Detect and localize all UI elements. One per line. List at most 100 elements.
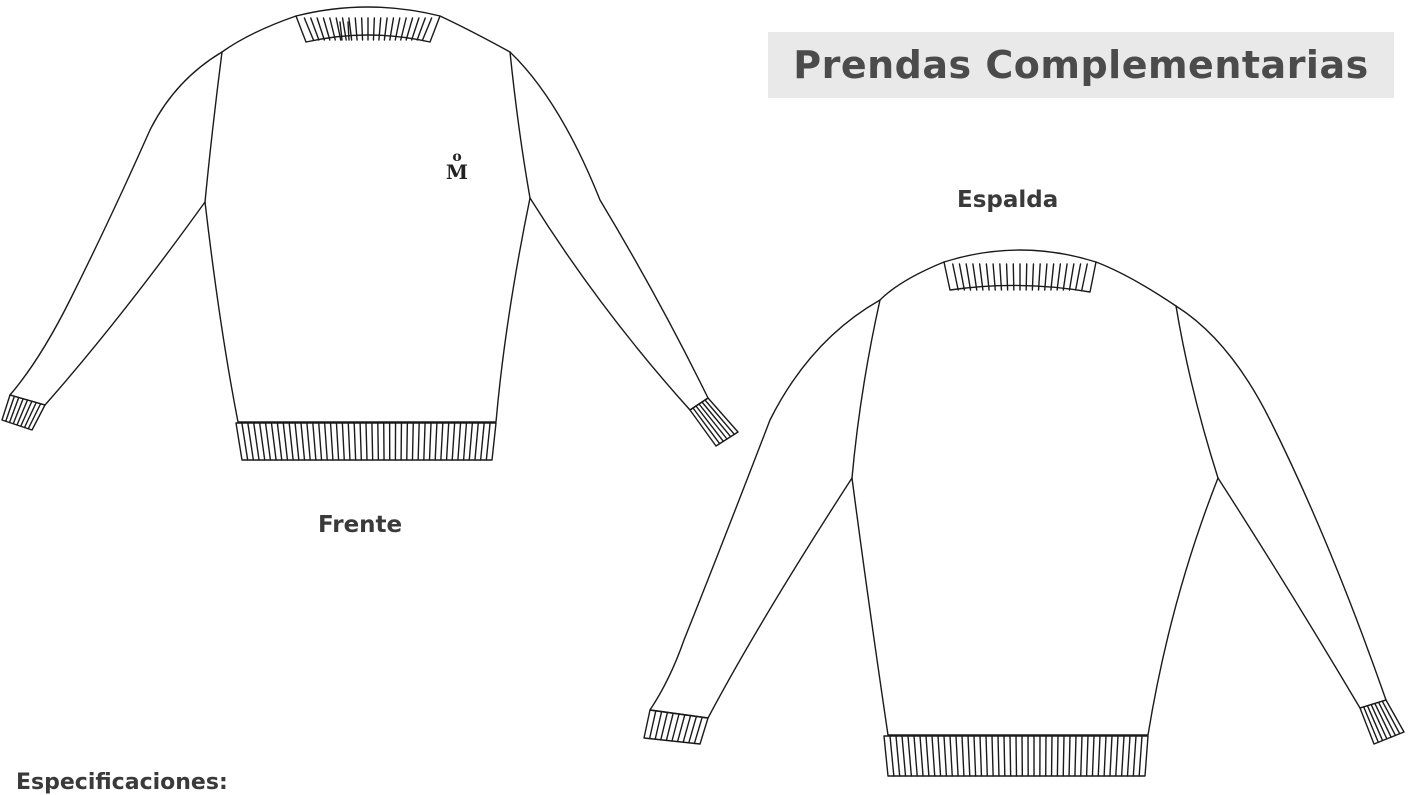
back-right-cuff xyxy=(1360,700,1404,744)
rib-line xyxy=(1076,264,1081,290)
rib-line xyxy=(1139,736,1142,776)
rib-line xyxy=(986,736,987,776)
rib-line xyxy=(373,18,374,40)
rib-line xyxy=(890,736,894,776)
rib-line xyxy=(266,423,271,460)
rib-line xyxy=(13,399,23,424)
rib-line xyxy=(469,423,472,460)
rib-line xyxy=(1133,736,1136,776)
rib-line xyxy=(336,423,338,460)
rib-line xyxy=(953,264,958,290)
rib-line xyxy=(908,736,911,776)
rib-line xyxy=(650,711,656,739)
front-sweater xyxy=(2,7,738,460)
rib-line xyxy=(475,423,478,460)
rib-line xyxy=(1110,736,1112,776)
rib-line xyxy=(348,423,350,460)
rib-line xyxy=(666,713,673,740)
rib-line xyxy=(959,264,964,290)
back-label: Espalda xyxy=(957,187,1058,213)
rib-line xyxy=(1098,736,1100,776)
rib-line xyxy=(678,715,685,742)
rib-line xyxy=(926,736,929,776)
rib-line xyxy=(6,396,15,421)
rib-line xyxy=(672,714,679,741)
rib-line xyxy=(283,423,287,460)
rib-line xyxy=(323,18,329,40)
rib-line xyxy=(974,736,976,776)
rib-line xyxy=(973,264,977,290)
rib-line xyxy=(435,423,437,460)
rib-line xyxy=(966,264,970,290)
rib-line xyxy=(968,736,970,776)
rib-line xyxy=(914,736,917,776)
rib-line xyxy=(1063,736,1064,776)
front-collar-ribbing xyxy=(304,18,431,40)
rib-line xyxy=(1013,264,1014,290)
rib-line xyxy=(277,423,281,460)
rib-line xyxy=(956,736,958,776)
rib-line xyxy=(447,423,449,460)
rib-line xyxy=(248,423,254,460)
rib-line xyxy=(441,423,443,460)
rib-line xyxy=(319,423,322,460)
rib-line xyxy=(1063,264,1067,290)
rib-line xyxy=(307,423,310,460)
rib-line xyxy=(384,18,387,40)
rib-line xyxy=(1057,736,1058,776)
rib-line xyxy=(331,423,333,460)
rib-line xyxy=(260,423,265,460)
rib-line xyxy=(424,423,425,460)
rib-line xyxy=(342,423,344,460)
rib-line xyxy=(1026,264,1027,290)
rib-line xyxy=(464,423,467,460)
rib-line xyxy=(360,423,361,460)
rib-line xyxy=(938,736,941,776)
rib-line xyxy=(1104,736,1106,776)
rib-line xyxy=(295,423,299,460)
rib-line xyxy=(1069,736,1070,776)
rib-line xyxy=(430,423,432,460)
rib-line xyxy=(407,423,408,460)
rib-line xyxy=(1051,264,1054,290)
rib-line xyxy=(896,736,900,776)
rib-line xyxy=(325,423,328,460)
rib-line xyxy=(313,423,316,460)
rib-line xyxy=(962,736,964,776)
rib-line xyxy=(289,423,293,460)
rib-line xyxy=(661,712,668,739)
rib-line xyxy=(378,423,379,460)
front-label: Frente xyxy=(318,512,402,538)
rib-line xyxy=(412,423,413,460)
specs-label: Especificaciones: xyxy=(16,770,228,795)
rib-line xyxy=(944,736,946,776)
rib-line xyxy=(1127,736,1130,776)
back-body xyxy=(650,262,1386,735)
rib-line xyxy=(1122,736,1124,776)
rib-line xyxy=(1087,736,1088,776)
rib-line xyxy=(452,423,454,460)
rib-line xyxy=(1004,736,1005,776)
rib-line xyxy=(1116,736,1118,776)
rib-line xyxy=(379,18,381,40)
rib-line xyxy=(242,423,248,460)
rib-line xyxy=(1075,736,1076,776)
rib-line xyxy=(406,18,412,40)
rib-line xyxy=(458,423,461,460)
rib-line xyxy=(1069,264,1073,290)
rib-line xyxy=(1382,701,1399,734)
rib-line xyxy=(366,423,367,460)
back-sweater xyxy=(644,250,1404,776)
rib-line xyxy=(920,736,923,776)
rib-line xyxy=(1082,264,1087,290)
rib-line xyxy=(10,398,19,423)
rib-line xyxy=(481,423,485,460)
rib-line xyxy=(1379,702,1396,735)
rib-line xyxy=(362,18,363,40)
rib-line xyxy=(655,712,661,740)
front-body xyxy=(10,16,708,422)
rib-line xyxy=(902,736,906,776)
brand-logo: o M xyxy=(442,150,472,182)
rib-line xyxy=(486,423,490,460)
